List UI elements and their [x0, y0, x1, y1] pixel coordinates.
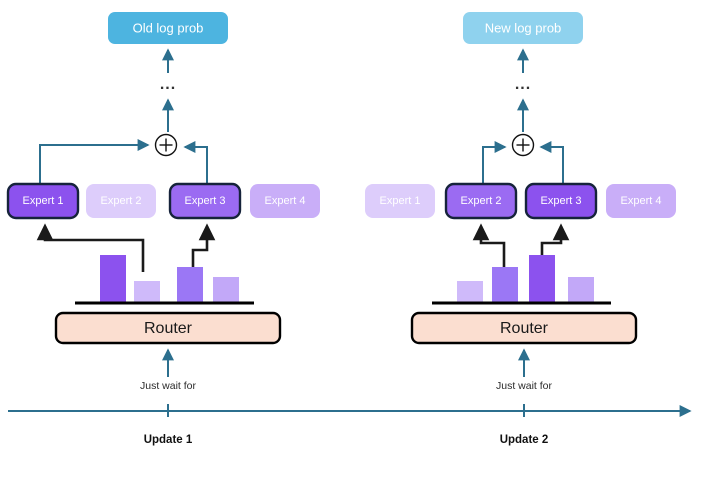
expert-box-1[interactable]: Expert 1	[365, 184, 435, 218]
connector-bar1-to-expert1	[36, 223, 145, 272]
output-box-label: New log prob	[485, 20, 562, 35]
expert-label: Expert 4	[265, 195, 306, 207]
router-box[interactable]: Router	[54, 311, 282, 345]
router-gate-bar-chart	[75, 255, 254, 305]
expert-box-1[interactable]: Expert 1	[6, 182, 80, 220]
expert-label: Expert 4	[621, 195, 662, 207]
expert-box-4[interactable]: Expert 4	[606, 184, 676, 218]
stage-axis-label: Update 2	[500, 434, 549, 446]
ellipsis-vertical: ...	[160, 76, 176, 93]
expert-box-4[interactable]: Expert 4	[250, 184, 320, 218]
bar-expert-4	[213, 277, 239, 302]
expert-box-3[interactable]: Expert 3	[168, 182, 242, 220]
bar-expert-1	[457, 281, 483, 302]
output-box-label: Old log prob	[133, 20, 204, 35]
connector-expert1-to-sum	[39, 139, 150, 186]
stage-update-2: New log prob ... Expert 1	[365, 12, 676, 446]
output-box-new-log-prob[interactable]: New log prob	[463, 12, 583, 44]
stage-axis-label: Update 1	[144, 434, 193, 446]
router-box[interactable]: Router	[410, 311, 638, 345]
output-box-old-log-prob[interactable]: Old log prob	[108, 12, 228, 44]
input-text: Just wait for	[496, 380, 553, 392]
experts-row: Expert 1 Expert 2 Expert 3 Expert 4	[6, 182, 320, 220]
router-label: Router	[500, 320, 549, 337]
connector-expert3-to-sum	[183, 141, 208, 186]
bar-expert-1	[100, 255, 126, 302]
ellipsis-vertical: ...	[515, 76, 531, 93]
router-gate-bar-chart	[432, 255, 611, 305]
router-label: Router	[144, 320, 193, 337]
expert-box-2[interactable]: Expert 2	[86, 184, 156, 218]
expert-label: Expert 1	[23, 195, 64, 207]
experts-row: Expert 1 Expert 2 Expert 3 Expert 4	[365, 182, 676, 220]
connector-expert2-to-sum	[482, 141, 507, 186]
plus-node[interactable]	[511, 133, 535, 157]
input-text: Just wait for	[140, 380, 197, 392]
connector-expert3-to-sum	[539, 141, 564, 186]
expert-label: Expert 3	[185, 195, 226, 207]
expert-box-2[interactable]: Expert 2	[444, 182, 518, 220]
expert-label: Expert 2	[461, 195, 502, 207]
connector-bar2-to-expert2	[472, 223, 506, 284]
bar-expert-3	[177, 267, 203, 302]
expert-box-3[interactable]: Expert 3	[524, 182, 598, 220]
bar-expert-2	[134, 281, 160, 302]
stage-update-1: Old log prob ... Expert 1	[6, 12, 320, 446]
expert-label: Expert 2	[101, 195, 142, 207]
bar-expert-2	[492, 267, 518, 302]
expert-label: Expert 1	[380, 195, 421, 207]
plus-node[interactable]	[154, 133, 178, 157]
expert-label: Expert 3	[541, 195, 582, 207]
bar-expert-3	[529, 255, 555, 302]
bar-expert-4	[568, 277, 594, 302]
